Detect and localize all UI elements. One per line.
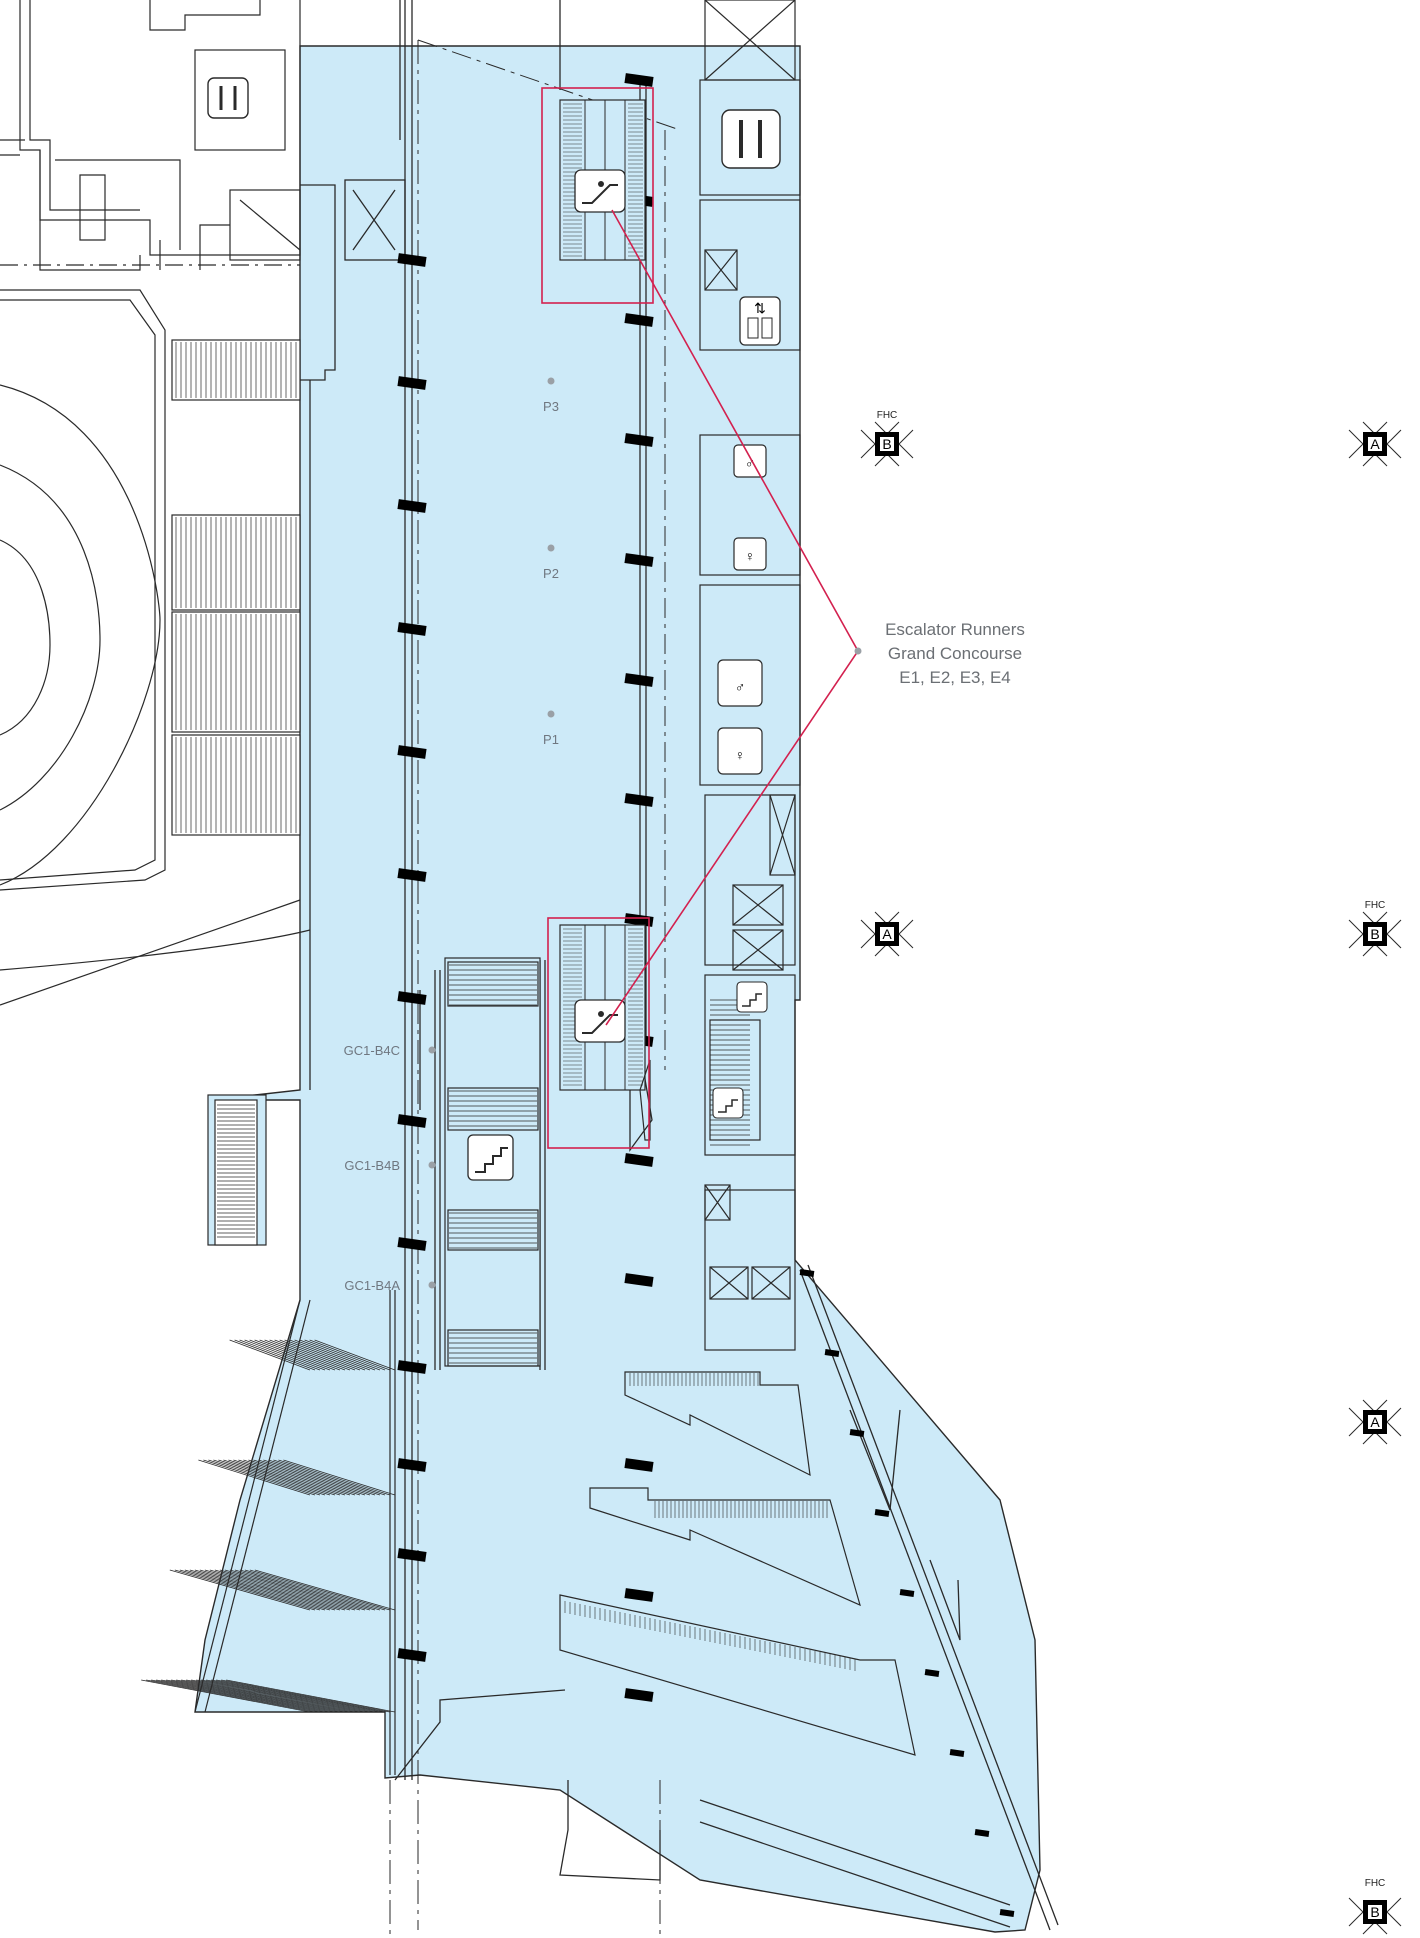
- svg-text:♂: ♂: [735, 679, 746, 695]
- column: [397, 253, 427, 267]
- left-stair-treads: [175, 342, 297, 833]
- column: [397, 991, 427, 1005]
- hydrant-marker: A: [1348, 1399, 1402, 1445]
- central-stair-treads: [449, 964, 537, 1364]
- service-core: [699, 0, 801, 1351]
- callout-line-1: Escalator Runners: [885, 620, 1025, 639]
- gate-marker-gc1-b4a: GC1-B4A: [344, 1278, 436, 1293]
- point-label: P1: [543, 732, 559, 747]
- column: [799, 1269, 815, 1277]
- gate-label: GC1-B4A: [344, 1278, 400, 1293]
- elevator-icon: ⇅: [739, 296, 781, 346]
- column: [624, 1588, 654, 1602]
- rotunda: [0, 289, 311, 1006]
- lower-center-treads: [564, 1373, 856, 1671]
- column: [624, 313, 654, 327]
- callout-line-3: E1, E2, E3, E4: [899, 668, 1011, 687]
- hydrant-marker: FHC B: [1348, 1878, 1402, 1935]
- hydrant-marker: A: [1348, 421, 1402, 467]
- column: [624, 793, 654, 807]
- restroom-female-icon: ♀: [733, 537, 767, 571]
- hydrant-marker: A: [860, 911, 914, 957]
- column: [624, 1688, 654, 1702]
- column: [624, 1273, 654, 1287]
- column: [397, 1458, 427, 1472]
- gate-label: GC1-B4C: [344, 1043, 400, 1058]
- grate: [217, 1104, 255, 1238]
- point-marker-p2: P2: [543, 544, 559, 581]
- column: [397, 376, 427, 390]
- stairs-icon: [712, 1087, 744, 1119]
- hydrant-marker: FHC B: [860, 410, 914, 467]
- column: [849, 1429, 865, 1437]
- restroom-female-icon: ♀: [717, 727, 763, 775]
- lower-center-stairs: [559, 1371, 916, 1756]
- column: [397, 622, 427, 636]
- highlight-escalator-lower: [547, 917, 650, 1149]
- column: [397, 868, 427, 882]
- column: [397, 1548, 427, 1562]
- hydrant-letter: A: [1370, 436, 1380, 452]
- point-marker-p1: P1: [543, 710, 559, 747]
- column: [624, 73, 654, 87]
- point-label: P3: [543, 399, 559, 414]
- fhc-label: FHC: [1365, 900, 1386, 911]
- svg-text:♀: ♀: [735, 747, 746, 763]
- column: [397, 1360, 427, 1374]
- column: [624, 913, 654, 927]
- upper-left-rooms: [0, 0, 301, 271]
- stairs-icon: [736, 981, 768, 1013]
- callout-point: [854, 647, 862, 655]
- svg-text:♀: ♀: [745, 548, 756, 564]
- svg-text:⇅: ⇅: [754, 300, 766, 316]
- column: [397, 1648, 427, 1662]
- column: [397, 499, 427, 513]
- column: [899, 1589, 915, 1597]
- column: [624, 673, 654, 687]
- stairs-icon: [467, 1134, 514, 1181]
- column: [824, 1349, 840, 1357]
- gate-marker-gc1-b4b: GC1-B4B: [344, 1158, 436, 1173]
- hydrant-marker: FHC B: [1348, 900, 1402, 957]
- column: [999, 1909, 1015, 1917]
- fhc-label: FHC: [1365, 1878, 1386, 1889]
- callout-escalator-runners: Escalator Runners Grand Concourse E1, E2…: [850, 618, 1060, 690]
- column: [397, 1114, 427, 1128]
- column: [624, 1153, 654, 1167]
- column: [924, 1669, 940, 1677]
- hydrant-letter: B: [882, 436, 891, 452]
- column: [624, 553, 654, 567]
- hydrant-letter: B: [1370, 1904, 1379, 1920]
- column: [397, 745, 427, 759]
- gate-marker-gc1-b4c: GC1-B4C: [344, 1043, 436, 1058]
- gate-label: GC1-B4B: [344, 1158, 400, 1173]
- restroom-male-icon: ♂: [717, 659, 763, 707]
- restroom-male-icon: ♂: [733, 444, 767, 478]
- escalator-icon: [574, 169, 626, 213]
- column: [624, 1458, 654, 1472]
- escalator-steps: [563, 103, 643, 1086]
- callout-line-2: Grand Concourse: [887, 644, 1023, 663]
- point-label: P2: [543, 566, 559, 581]
- hydrant-letter: A: [882, 926, 892, 942]
- restaurant-icon: [207, 77, 249, 119]
- hydrant-letter: A: [1370, 1414, 1380, 1430]
- column: [974, 1829, 990, 1837]
- structural-columns: [397, 73, 1015, 1917]
- fhc-label: FHC: [877, 410, 898, 421]
- column: [949, 1749, 965, 1757]
- restaurant-icon: [721, 109, 781, 169]
- svg-text:♂: ♂: [745, 455, 756, 471]
- escalator-icon: [574, 999, 626, 1043]
- highlight-escalator-upper: [541, 87, 654, 304]
- column: [397, 1237, 427, 1251]
- column: [624, 433, 654, 447]
- column: [874, 1509, 890, 1517]
- hydrant-letter: B: [1370, 926, 1379, 942]
- point-marker-p3: P3: [543, 377, 559, 414]
